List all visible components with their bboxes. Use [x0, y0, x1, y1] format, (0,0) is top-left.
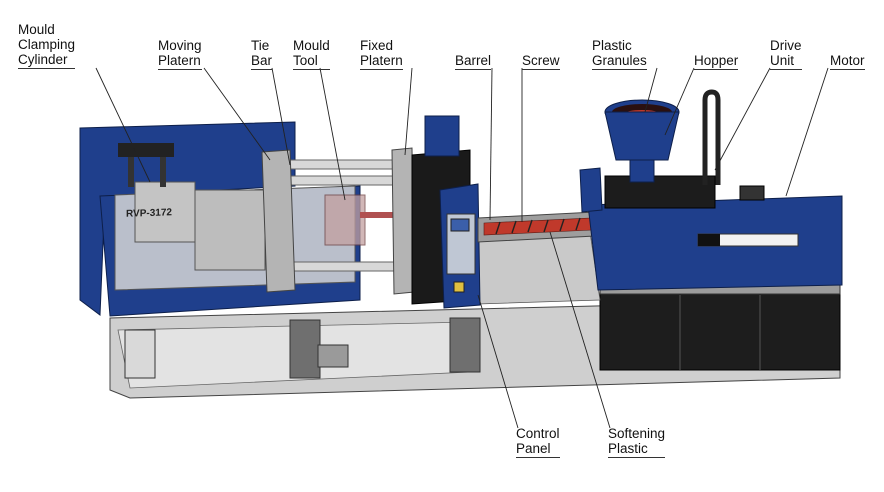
- label-fixed-platen: Fixed Platern: [360, 38, 403, 70]
- label-control-panel: Control Panel: [516, 426, 560, 458]
- moving-platen: [261, 149, 296, 293]
- clamp-unit-body: [79, 121, 361, 317]
- label-drive-unit: Drive Unit: [770, 38, 802, 70]
- label-screw: Screw: [522, 53, 560, 70]
- label-mould-tool: Mould Tool: [293, 38, 330, 70]
- model-plate: RVP-3172: [126, 207, 172, 220]
- label-motor: Motor: [830, 53, 865, 70]
- guard-tray: [477, 231, 601, 305]
- label-barrel: Barrel: [455, 53, 492, 70]
- fixed-platen: [391, 147, 415, 295]
- label-tie-bar: Tie Bar: [251, 38, 273, 70]
- label-moving-platen: Moving Platern: [158, 38, 202, 70]
- leader-lines: [95, 67, 829, 429]
- injection-unit-body: [579, 167, 843, 291]
- mould-tool: [324, 194, 400, 246]
- label-hopper: Hopper: [694, 53, 739, 70]
- injection-cabinet: [599, 283, 841, 371]
- label-softening-plastic: Softening Plastic: [608, 426, 666, 458]
- hopper-shape: [604, 99, 680, 183]
- label-plastic-granules: Plastic Granules: [592, 38, 647, 70]
- barrel-screw: [477, 211, 596, 243]
- drive-pipe: [702, 89, 721, 185]
- label-mould-clamping-cylinder: Mould Clamping Cylinder: [18, 22, 76, 69]
- control-panel-unit: [439, 183, 481, 309]
